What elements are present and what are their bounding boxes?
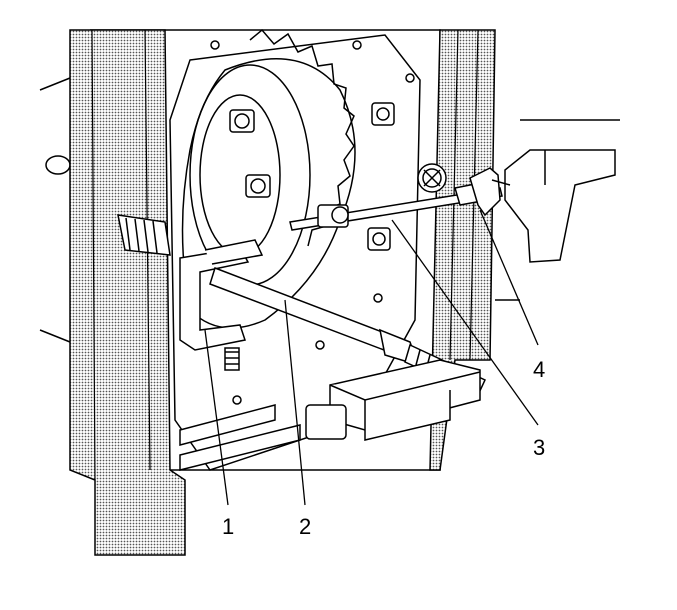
right-frame-column xyxy=(429,29,496,471)
dial-indicator xyxy=(417,163,447,193)
callout-2: 2 xyxy=(299,514,311,539)
callout-1: 1 xyxy=(222,514,234,539)
c-clamp-base xyxy=(179,239,264,371)
leader-line-1 xyxy=(204,329,229,506)
lower-base-rail xyxy=(179,404,301,471)
leader-line-3 xyxy=(391,219,539,426)
callout-4: 4 xyxy=(533,357,545,382)
leader-line-4 xyxy=(479,209,539,346)
callout-3: 3 xyxy=(533,435,545,460)
rod-clamp xyxy=(469,167,511,217)
lower-block xyxy=(305,359,481,441)
knurled-knob-left xyxy=(117,214,171,256)
leader-lines xyxy=(204,209,539,506)
cover-bolts xyxy=(229,102,395,251)
left-frame-column xyxy=(69,29,186,556)
right-bracket xyxy=(504,149,616,263)
leader-line-2 xyxy=(284,299,306,506)
